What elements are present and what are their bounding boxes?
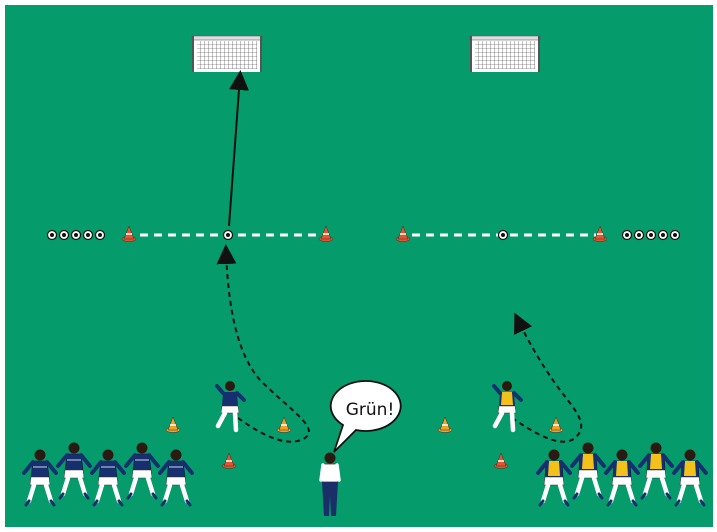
goal-right-icon xyxy=(470,36,540,72)
ball-icon xyxy=(623,231,632,240)
ball-icon xyxy=(96,231,105,240)
ball-icon xyxy=(48,231,57,240)
callout-text: Grün! xyxy=(346,400,395,420)
ball-icon xyxy=(60,231,69,240)
ball-icon xyxy=(635,231,644,240)
goal-left-icon xyxy=(192,36,262,72)
ball-icon xyxy=(224,231,233,240)
ball-icon xyxy=(499,231,508,240)
pitch-field xyxy=(4,4,714,528)
ball-icon xyxy=(647,231,656,240)
ball-icon xyxy=(72,231,81,240)
ball-icon xyxy=(671,231,680,240)
ball-icon xyxy=(84,231,93,240)
ball-icon xyxy=(659,231,668,240)
